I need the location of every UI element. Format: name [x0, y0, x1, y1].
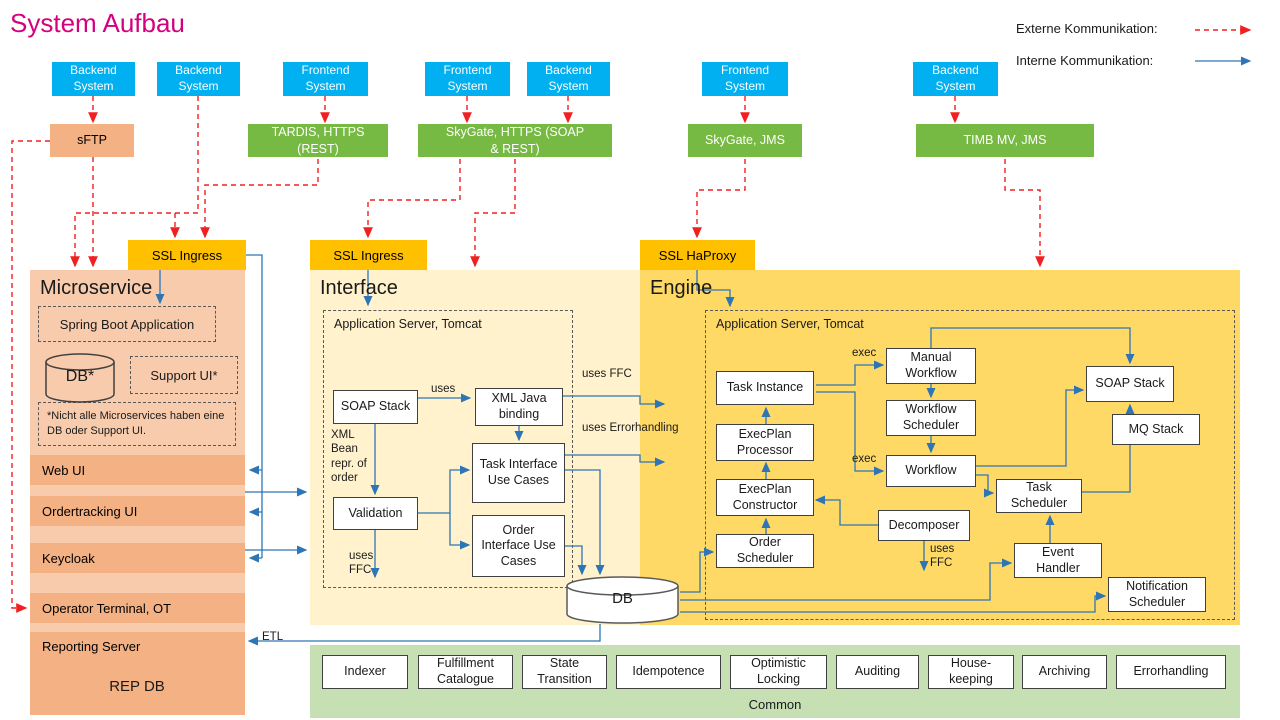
execplan-constructor-box: ExecPlan Constructor	[716, 479, 814, 516]
common-auditing: Auditing	[836, 655, 919, 689]
order-interface-use-cases: Order Interface Use Cases	[472, 515, 565, 577]
order-scheduler-box: Order Scheduler	[716, 534, 814, 568]
system-box-backend-4: Backend System	[913, 62, 998, 96]
notification-scheduler-box: Notification Scheduler	[1108, 577, 1206, 612]
task-interface-use-cases: Task Interface Use Cases	[472, 443, 565, 503]
validation-box: Validation	[333, 497, 418, 530]
label-interface-uses-ffc: uses FFC	[349, 550, 374, 577]
keycloak-bar: Keycloak	[30, 543, 245, 573]
label-bridge-uses-errorhandling: uses Errorhandling	[582, 422, 679, 434]
system-box-frontend-3: Frontend System	[702, 62, 788, 96]
execplan-processor-box: ExecPlan Processor	[716, 424, 814, 461]
common-housekeeping: House-keeping	[928, 655, 1014, 689]
common-idempotence: Idempotence	[616, 655, 721, 689]
rep-db-label: REP DB	[109, 678, 165, 695]
ssl-ingress-2: SSL Ingress	[310, 240, 427, 270]
xml-java-binding: XML Java binding	[475, 388, 563, 426]
support-ui-box: Support UI*	[130, 356, 238, 394]
label-xml-bean: XML Bean repr. of order	[331, 429, 367, 485]
gateway-timb: TIMB MV, JMS	[916, 124, 1094, 157]
gateway-tardis: TARDIS, HTTPS (REST)	[248, 124, 388, 157]
label-exec-1: exec	[852, 347, 877, 359]
task-scheduler-box: Task Scheduler	[996, 479, 1082, 513]
web-ui-bar: Web UI	[30, 455, 245, 485]
decomposer-box: Decomposer	[878, 510, 970, 541]
engine-title: Engine	[650, 277, 713, 299]
label-bridge-uses-ffc: uses FFC	[582, 368, 632, 380]
db-label: DB	[612, 590, 633, 607]
label-etl: ETL	[262, 631, 284, 643]
db-star-label: DB*	[65, 368, 95, 385]
common-fulfillment-catalogue: Fulfillment Catalogue	[418, 655, 513, 689]
microservice-note: *Nicht alle Microservices haben eine DB …	[38, 402, 236, 446]
gateway-sftp: sFTP	[50, 124, 134, 157]
interface-app-server: Application Server, Tomcat	[323, 310, 573, 588]
system-box-backend-3: Backend System	[527, 62, 610, 96]
ssl-haproxy: SSL HaProxy	[640, 240, 755, 270]
workflow-box: Workflow	[886, 455, 976, 487]
label-exec-2: exec	[852, 453, 877, 465]
ordertracking-ui-bar: Ordertracking UI	[30, 496, 245, 526]
reporting-server-block: Reporting Server	[30, 632, 245, 715]
task-instance-box: Task Instance	[716, 371, 814, 405]
system-box-frontend-2: Frontend System	[425, 62, 510, 96]
common-state-transition: State Transition	[522, 655, 607, 689]
common-optimistic-locking: Optimistic Locking	[730, 655, 827, 689]
legend-external-label: Externe Kommunikation:	[1016, 21, 1158, 36]
label-uses: uses	[431, 383, 456, 395]
microservice-title: Microservice	[40, 277, 153, 299]
engine-app-server: Application Server, Tomcat	[705, 310, 1235, 620]
legend-internal-label: Interne Kommunikation:	[1016, 53, 1154, 68]
system-box-backend-2: Backend System	[157, 62, 240, 96]
gateway-skygate-https: SkyGate, HTTPS (SOAP & REST)	[418, 124, 612, 157]
common-archiving: Archiving	[1022, 655, 1107, 689]
legend-arrows	[1195, 25, 1252, 66]
label-engine-uses-ffc: uses FFC	[930, 543, 955, 570]
page-title: System Aufbau	[10, 8, 185, 38]
engine-soap-stack: SOAP Stack	[1086, 366, 1174, 402]
mq-stack-box: MQ Stack	[1112, 414, 1200, 445]
event-handler-box: Event Handler	[1014, 543, 1102, 578]
system-box-frontend-1: Frontend System	[283, 62, 368, 96]
common-errorhandling: Errorhandling	[1116, 655, 1226, 689]
common-title: Common	[748, 697, 802, 712]
common-indexer: Indexer	[322, 655, 408, 689]
operator-terminal-bar: Operator Terminal, OT	[30, 593, 245, 623]
interface-soap-stack: SOAP Stack	[333, 390, 418, 424]
spring-boot-box: Spring Boot Application	[38, 306, 216, 342]
system-box-backend-1: Backend System	[52, 62, 135, 96]
manual-workflow-box: Manual Workflow	[886, 348, 976, 384]
workflow-scheduler-box: Workflow Scheduler	[886, 400, 976, 436]
ssl-ingress-1: SSL Ingress	[128, 240, 246, 270]
interface-title: Interface	[320, 277, 398, 299]
gateway-skygate-jms: SkyGate, JMS	[688, 124, 802, 157]
